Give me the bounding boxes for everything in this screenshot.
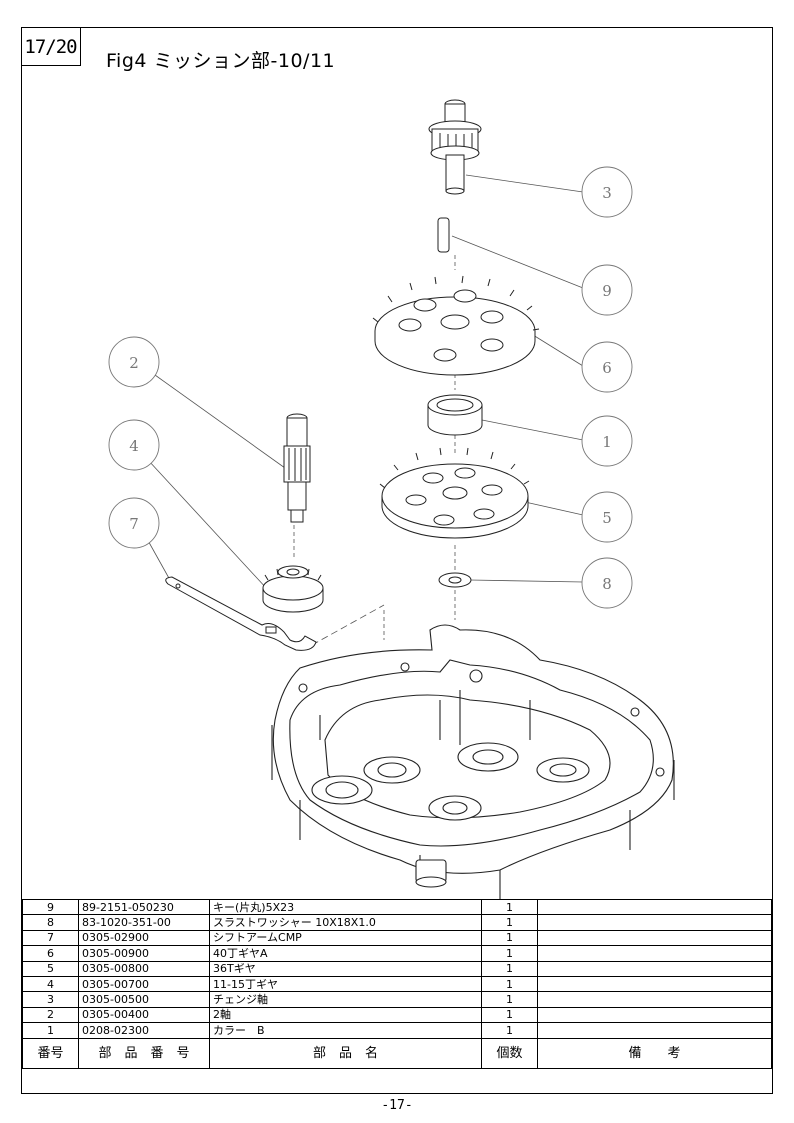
table-row: 3 0305-00500 チェンジ軸 1	[22, 991, 772, 1008]
cell-no: 5	[22, 960, 79, 977]
cell-part-no: 0305-02900	[78, 929, 210, 947]
table-row: 2 0305-00400 2軸 1	[22, 1006, 772, 1024]
exploded-parts-diagram: 3 9 6 1 5 8 2 4 7	[108, 99, 675, 900]
table-row: 4 0305-00700 11-15丁ギヤ 1	[22, 975, 772, 993]
cell-no: 8	[22, 914, 79, 931]
cell-name: 2軸	[209, 1006, 482, 1024]
header-note: 備 考	[537, 1037, 772, 1069]
part-1-collar-b	[427, 394, 483, 436]
figure-title: Fig4 ミッション部-10/11	[106, 50, 336, 72]
page-frame	[21, 27, 773, 1094]
callout-7: 7	[129, 515, 139, 533]
cell-part-no: 89-2151-050230	[78, 898, 210, 916]
header-name: 部 品 名	[209, 1037, 482, 1069]
parts-list-table: 9 89-2151-050230 キー(片丸)5X23 1 8 83-1020-…	[22, 898, 772, 1069]
callout-5: 5	[602, 509, 612, 527]
cell-qty: 1	[481, 929, 538, 947]
part-9-key	[437, 217, 450, 253]
cell-note	[537, 929, 772, 947]
callout-6: 6	[602, 359, 612, 377]
cell-part-no: 0208-02300	[78, 1022, 210, 1039]
cell-qty: 1	[481, 1022, 538, 1039]
cell-name: 36Tギヤ	[209, 960, 482, 977]
cell-note	[537, 960, 772, 977]
cell-name: 40丁ギヤA	[209, 945, 482, 962]
cell-no: 1	[22, 1022, 79, 1039]
callout-8: 8	[602, 575, 612, 593]
cell-qty: 1	[481, 1006, 538, 1024]
part-8-thrust-washer	[438, 572, 472, 588]
header-no: 番号	[22, 1037, 79, 1069]
cell-name: キー(片丸)5X23	[209, 898, 482, 916]
callout-3: 3	[602, 184, 612, 202]
cell-name: スラストワッシャー 10X18X1.0	[209, 914, 482, 931]
page-counter: 17/20	[21, 27, 81, 66]
cell-no: 7	[22, 929, 79, 947]
callout-circles	[108, 166, 633, 609]
header-part-no: 部 品 番 号	[78, 1037, 210, 1069]
callout-9: 9	[602, 282, 612, 300]
cell-no: 3	[22, 991, 79, 1008]
cell-name: 11-15丁ギヤ	[209, 975, 482, 993]
part-2-shaft	[283, 413, 311, 523]
cell-qty: 1	[481, 975, 538, 993]
table-row: 6 0305-00900 40丁ギヤA 1	[22, 945, 772, 962]
cell-note	[537, 914, 772, 931]
callout-2: 2	[129, 354, 139, 372]
cell-no: 4	[22, 975, 79, 993]
cell-name: シフトアームCMP	[209, 929, 482, 947]
cell-note	[537, 945, 772, 962]
part-5-gear-36t	[379, 447, 530, 539]
cell-qty: 1	[481, 991, 538, 1008]
table-row: 8 83-1020-351-00 スラストワッシャー 10X18X1.0 1	[22, 914, 772, 931]
table-header-row: 番号 部 品 番 号 部 品 名 個数 備 考	[22, 1037, 772, 1069]
cell-part-no: 0305-00800	[78, 960, 210, 977]
table-row: 1 0208-02300 カラー B 1	[22, 1022, 772, 1039]
cell-part-no: 0305-00500	[78, 991, 210, 1008]
part-4-gear-11-15t	[262, 565, 324, 613]
part-7-shift-arm	[165, 576, 317, 651]
cell-note	[537, 975, 772, 993]
callout-1: 1	[602, 433, 612, 451]
cell-no: 2	[22, 1006, 79, 1024]
cell-note	[537, 1022, 772, 1039]
cell-name: カラー B	[209, 1022, 482, 1039]
cell-qty: 1	[481, 945, 538, 962]
cell-note	[537, 991, 772, 1008]
header-qty: 個数	[481, 1037, 538, 1069]
cell-note	[537, 898, 772, 916]
cell-no: 6	[22, 945, 79, 962]
cell-name: チェンジ軸	[209, 991, 482, 1008]
cell-qty: 1	[481, 898, 538, 916]
table-row: 7 0305-02900 シフトアームCMP 1	[22, 929, 772, 947]
cell-qty: 1	[481, 914, 538, 931]
callout-4: 4	[129, 437, 139, 455]
cell-qty: 1	[481, 960, 538, 977]
cell-part-no: 0305-00900	[78, 945, 210, 962]
cell-part-no: 0305-00700	[78, 975, 210, 993]
cell-note	[537, 1006, 772, 1024]
part-3-change-shaft	[428, 99, 482, 195]
table-row: 5 0305-00800 36Tギヤ 1	[22, 960, 772, 977]
part-6-gear-40t	[372, 275, 540, 376]
table-row: 9 89-2151-050230 キー(片丸)5X23 1	[22, 898, 772, 916]
transmission-case	[271, 624, 675, 900]
cell-no: 9	[22, 898, 79, 916]
page-number: -17-	[381, 1098, 413, 1113]
cell-part-no: 0305-00400	[78, 1006, 210, 1024]
cell-part-no: 83-1020-351-00	[78, 914, 210, 931]
